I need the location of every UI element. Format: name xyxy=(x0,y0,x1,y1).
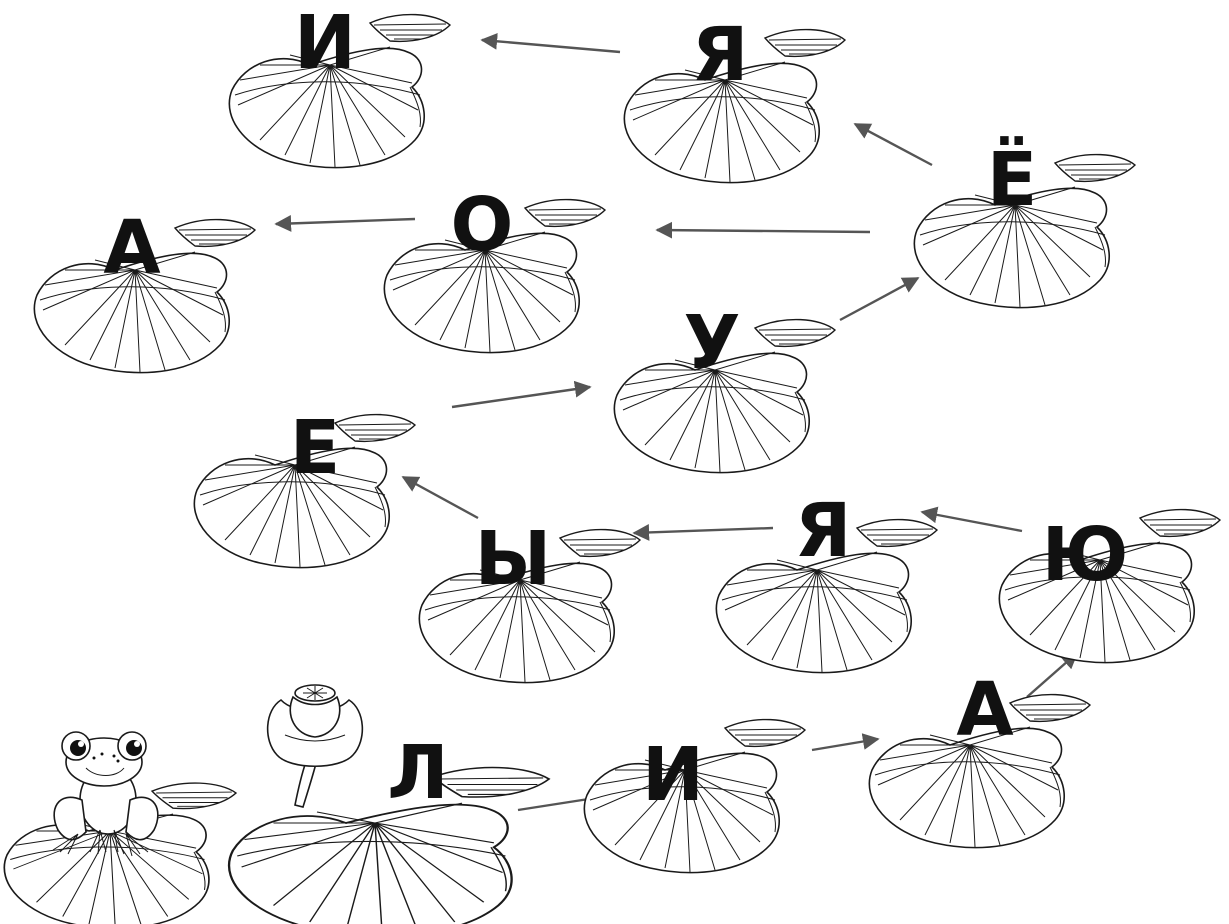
arrow-icon xyxy=(655,221,871,239)
arrow-icon xyxy=(920,506,1023,533)
letter-6: У xyxy=(683,300,740,386)
arrow-icon xyxy=(811,733,880,752)
letter-13: Л xyxy=(387,730,448,816)
arrow-icon xyxy=(1026,651,1079,698)
letter-3: Ё xyxy=(987,135,1038,223)
arrow-icon xyxy=(839,276,920,322)
arrow-icon xyxy=(401,475,479,520)
letter-10: Ю xyxy=(1042,512,1129,598)
arrows xyxy=(274,32,1079,812)
arrow-icon xyxy=(632,524,774,541)
arrow-icon xyxy=(451,380,592,409)
letter-1: И xyxy=(294,0,356,86)
water-lily-flower-icon xyxy=(266,684,364,808)
letter-12: И xyxy=(642,732,704,818)
letter-2: Я xyxy=(692,12,749,98)
letters: И Я Ё О А У Е Ы Я Ю А И Л xyxy=(103,0,1128,818)
lily-pads xyxy=(3,13,1221,924)
letter-4: О xyxy=(451,182,514,268)
letter-7: Е xyxy=(290,405,341,491)
arrow-icon xyxy=(274,215,416,232)
arrow-icon xyxy=(853,122,933,167)
letter-11: А xyxy=(956,667,1013,753)
letter-9: Я xyxy=(795,488,852,574)
letter-5: А xyxy=(103,205,160,291)
letter-8: Ы xyxy=(475,516,552,602)
arrow-icon xyxy=(480,32,621,54)
